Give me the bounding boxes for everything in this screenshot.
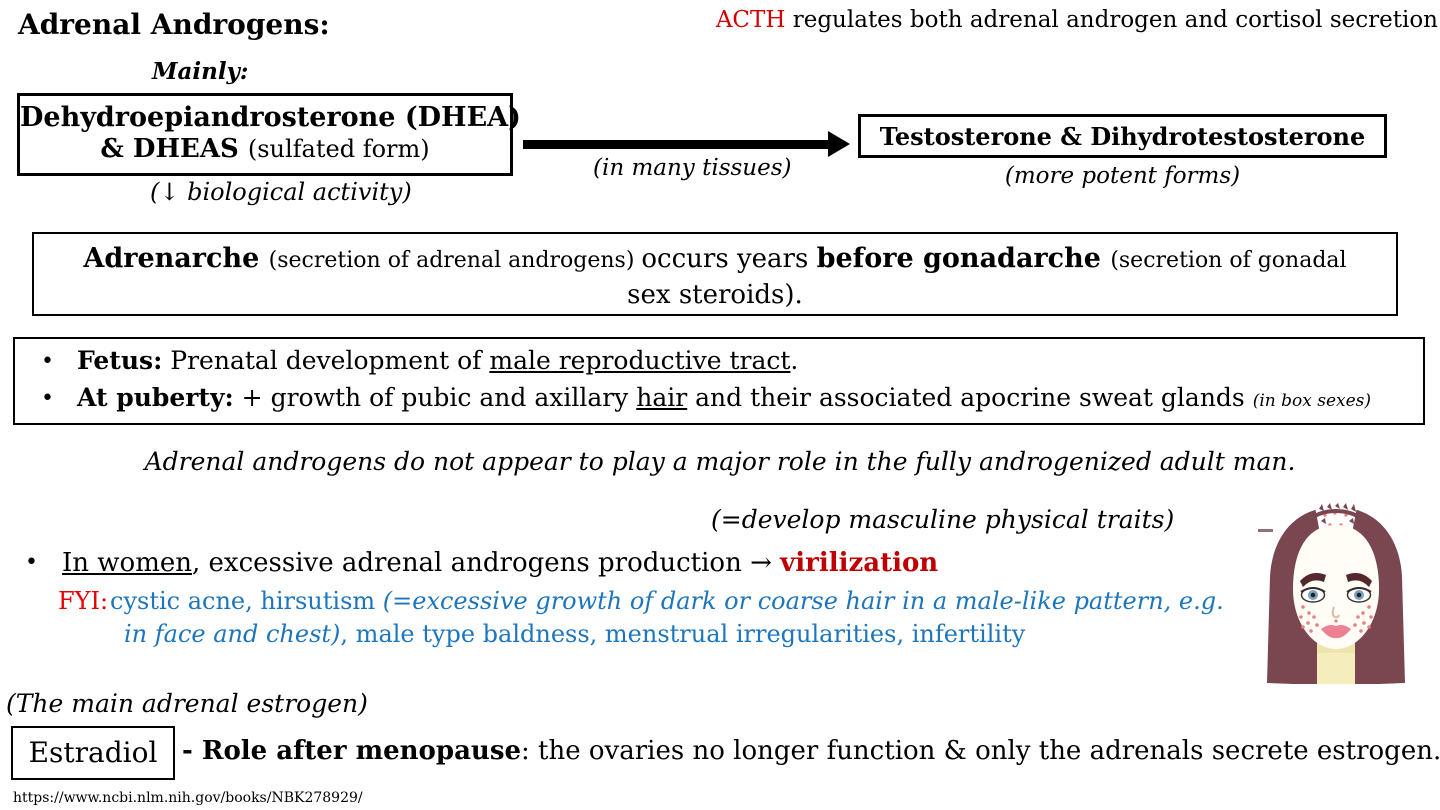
fetus-period: . (790, 346, 799, 375)
page-title: Adrenal Androgens: (18, 8, 330, 41)
role-after-menopause-bold: - Role after menopause (182, 736, 522, 766)
hirsutism-definition-cont: in face and chest) (124, 620, 341, 648)
puberty-underlined: hair (636, 383, 688, 412)
dheas-bold: & DHEAS (100, 134, 248, 164)
testosterone-box: Testosterone & Dihydrotestosterone (858, 114, 1387, 158)
fyi-line1: cystic acne, hirsutism (=excessive growt… (110, 587, 1224, 615)
fyi-symptoms2: , male type baldness, menstrual irregula… (340, 620, 1026, 648)
dhea-box-line1: Dehydroepiandrosterone (DHEA) (20, 102, 521, 133)
menopause-line: - Role after menopause: the ovaries no l… (182, 736, 1440, 766)
adrenarche-mid: occurs years (641, 244, 817, 274)
in-women-text: , excessive adrenal androgens production… (191, 548, 781, 578)
adrenarche-line1: Adrenarche (secretion of adrenal androge… (34, 240, 1396, 279)
virilization-highlight: virilization (780, 548, 939, 578)
acth-note: ACTH regulates both adrenal androgen and… (690, 7, 1438, 33)
biological-activity-note: (↓ biological activity) (150, 178, 412, 206)
puberty-bullet: • At puberty: + growth of pubic and axill… (15, 380, 1423, 419)
conversion-arrow-body (523, 140, 830, 149)
fetus-bullet: • Fetus: Prenatal development of male rep… (15, 343, 1423, 380)
main-adrenal-estrogen-note: (The main adrenal estrogen) (6, 689, 368, 718)
before-gonadarche-bold: before gonadarche (816, 243, 1111, 274)
sulfated-form: (sulfated form) (247, 135, 430, 163)
acth-highlight: ACTH (715, 7, 786, 33)
bullet-icon: • (41, 386, 54, 411)
in-women-bullet: • In women, excessive adrenal androgens p… (25, 548, 938, 578)
adrenarche-paren1: (secretion of adrenal androgens) (268, 248, 642, 273)
woman-virilization-illustration (1267, 503, 1405, 684)
masculine-traits-note: (=develop masculine physical traits) (711, 505, 1175, 534)
adrenarche-box: Adrenarche (secretion of adrenal androge… (32, 232, 1398, 316)
adult-man-note: Adrenal androgens do not appear to play … (144, 447, 1296, 476)
dhea-box-line2: & DHEAS (sulfated form) (20, 134, 510, 165)
more-potent-forms-note: (more potent forms) (1004, 163, 1241, 189)
stray-mark (1258, 529, 1273, 532)
bullet-icon: • (41, 349, 54, 374)
fyi-label: FYI: (58, 587, 109, 615)
mainly-label: Mainly: (152, 58, 249, 85)
fyi-symptoms1: cystic acne, hirsutism (110, 587, 383, 615)
dhea-box: Dehydroepiandrosterone (DHEA) & DHEAS (s… (17, 93, 521, 176)
adrenarche-line2: sex steroids). (627, 280, 803, 310)
conversion-arrow-head-icon (828, 131, 850, 157)
adrenarche-bold: Adrenarche (83, 243, 269, 274)
puberty-label: At puberty: (77, 383, 234, 412)
fetus-text: Prenatal development of (162, 346, 490, 375)
fetus-underlined: male reproductive tract (489, 346, 791, 375)
in-women-underlined: In women (62, 548, 192, 578)
puberty-text2: and their associated apocrine sweat glan… (687, 383, 1253, 412)
puberty-text1: + growth of pubic and axillary (233, 383, 637, 412)
estradiol-box: Estradiol (11, 726, 175, 780)
acth-rest: regulates both adrenal androgen and cort… (785, 7, 1438, 33)
bullet-icon: • (25, 550, 38, 575)
hirsutism-definition: (=excessive growth of dark or coarse hai… (382, 587, 1224, 615)
in-many-tissues-label: (in many tissues) (593, 155, 792, 181)
menopause-rest: : the ovaries no longer function & only … (521, 736, 1440, 766)
adrenarche-paren2: (secretion of gonadal (1110, 248, 1347, 273)
in-both-sexes-note: (in box sexes) (1252, 391, 1372, 411)
fyi-line2: in face and chest), male type baldness, … (124, 620, 1025, 648)
effects-box: • Fetus: Prenatal development of male rep… (13, 337, 1425, 425)
fetus-label: Fetus: (77, 346, 163, 375)
source-url: https://www.ncbi.nlm.nih.gov/books/NBK27… (13, 790, 363, 806)
